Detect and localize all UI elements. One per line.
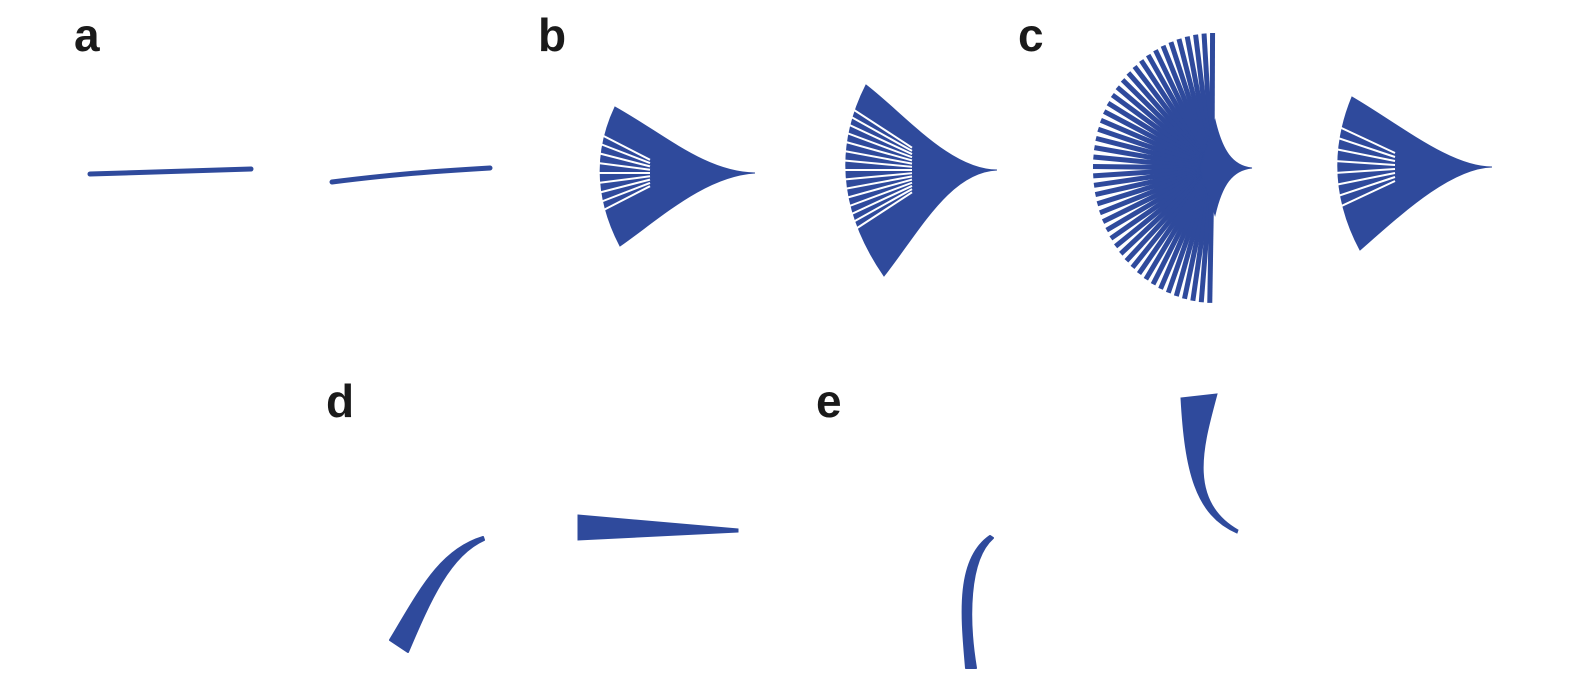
fan-gap	[831, 172, 913, 182]
panel-b-fan-small	[599, 106, 756, 247]
fan-gap	[831, 175, 913, 193]
fan-gap	[1324, 132, 1396, 158]
fan-gap	[831, 115, 913, 155]
fan-gap	[1324, 176, 1396, 202]
fan-gap	[589, 178, 651, 196]
fan-gap	[1324, 180, 1396, 215]
fan-gap	[831, 178, 913, 203]
panel-e-hook-filament	[1180, 393, 1239, 534]
panel-label-e: e	[816, 375, 842, 427]
panel-label-a: a	[74, 9, 100, 61]
panel-c-fan-neck	[1199, 118, 1253, 217]
panel-e-curved-filament	[961, 535, 994, 669]
fan-gap	[831, 158, 913, 168]
fan-gap	[831, 105, 913, 152]
fan-gap	[831, 185, 913, 225]
fan-gap	[589, 139, 651, 165]
fan-gap	[831, 137, 913, 162]
fan-gap	[589, 185, 651, 218]
panel-d-wedge-filament	[577, 514, 739, 541]
fan-gap	[831, 94, 913, 149]
fan-gap	[589, 150, 651, 168]
fan-gap	[831, 181, 913, 214]
fan-gap	[1324, 159, 1396, 166]
fan-gap	[589, 161, 651, 171]
fan-gap	[1324, 168, 1396, 175]
fan-gap	[1324, 119, 1396, 154]
fan-gap	[589, 181, 651, 207]
fan-gap	[831, 147, 913, 165]
panel-label-b: b	[538, 9, 567, 61]
panel-label-d: d	[326, 375, 355, 427]
panel-c-fan-small	[1337, 96, 1493, 251]
panel-a-bent-filament	[329, 165, 493, 185]
fan-gap	[1324, 146, 1396, 162]
panel-a-straight-filament	[87, 166, 254, 177]
panel-d-curved-filament	[389, 536, 485, 653]
panel-label-c: c	[1018, 9, 1044, 61]
fan-gap	[589, 128, 651, 161]
fan-gap	[831, 191, 913, 246]
fan-gap	[1324, 172, 1396, 188]
fan-gap	[589, 175, 651, 185]
fan-gap	[831, 126, 913, 159]
panel-c-fan-large	[1092, 33, 1216, 303]
panel-b-fan-large	[845, 84, 998, 277]
fan-gap	[831, 188, 913, 235]
